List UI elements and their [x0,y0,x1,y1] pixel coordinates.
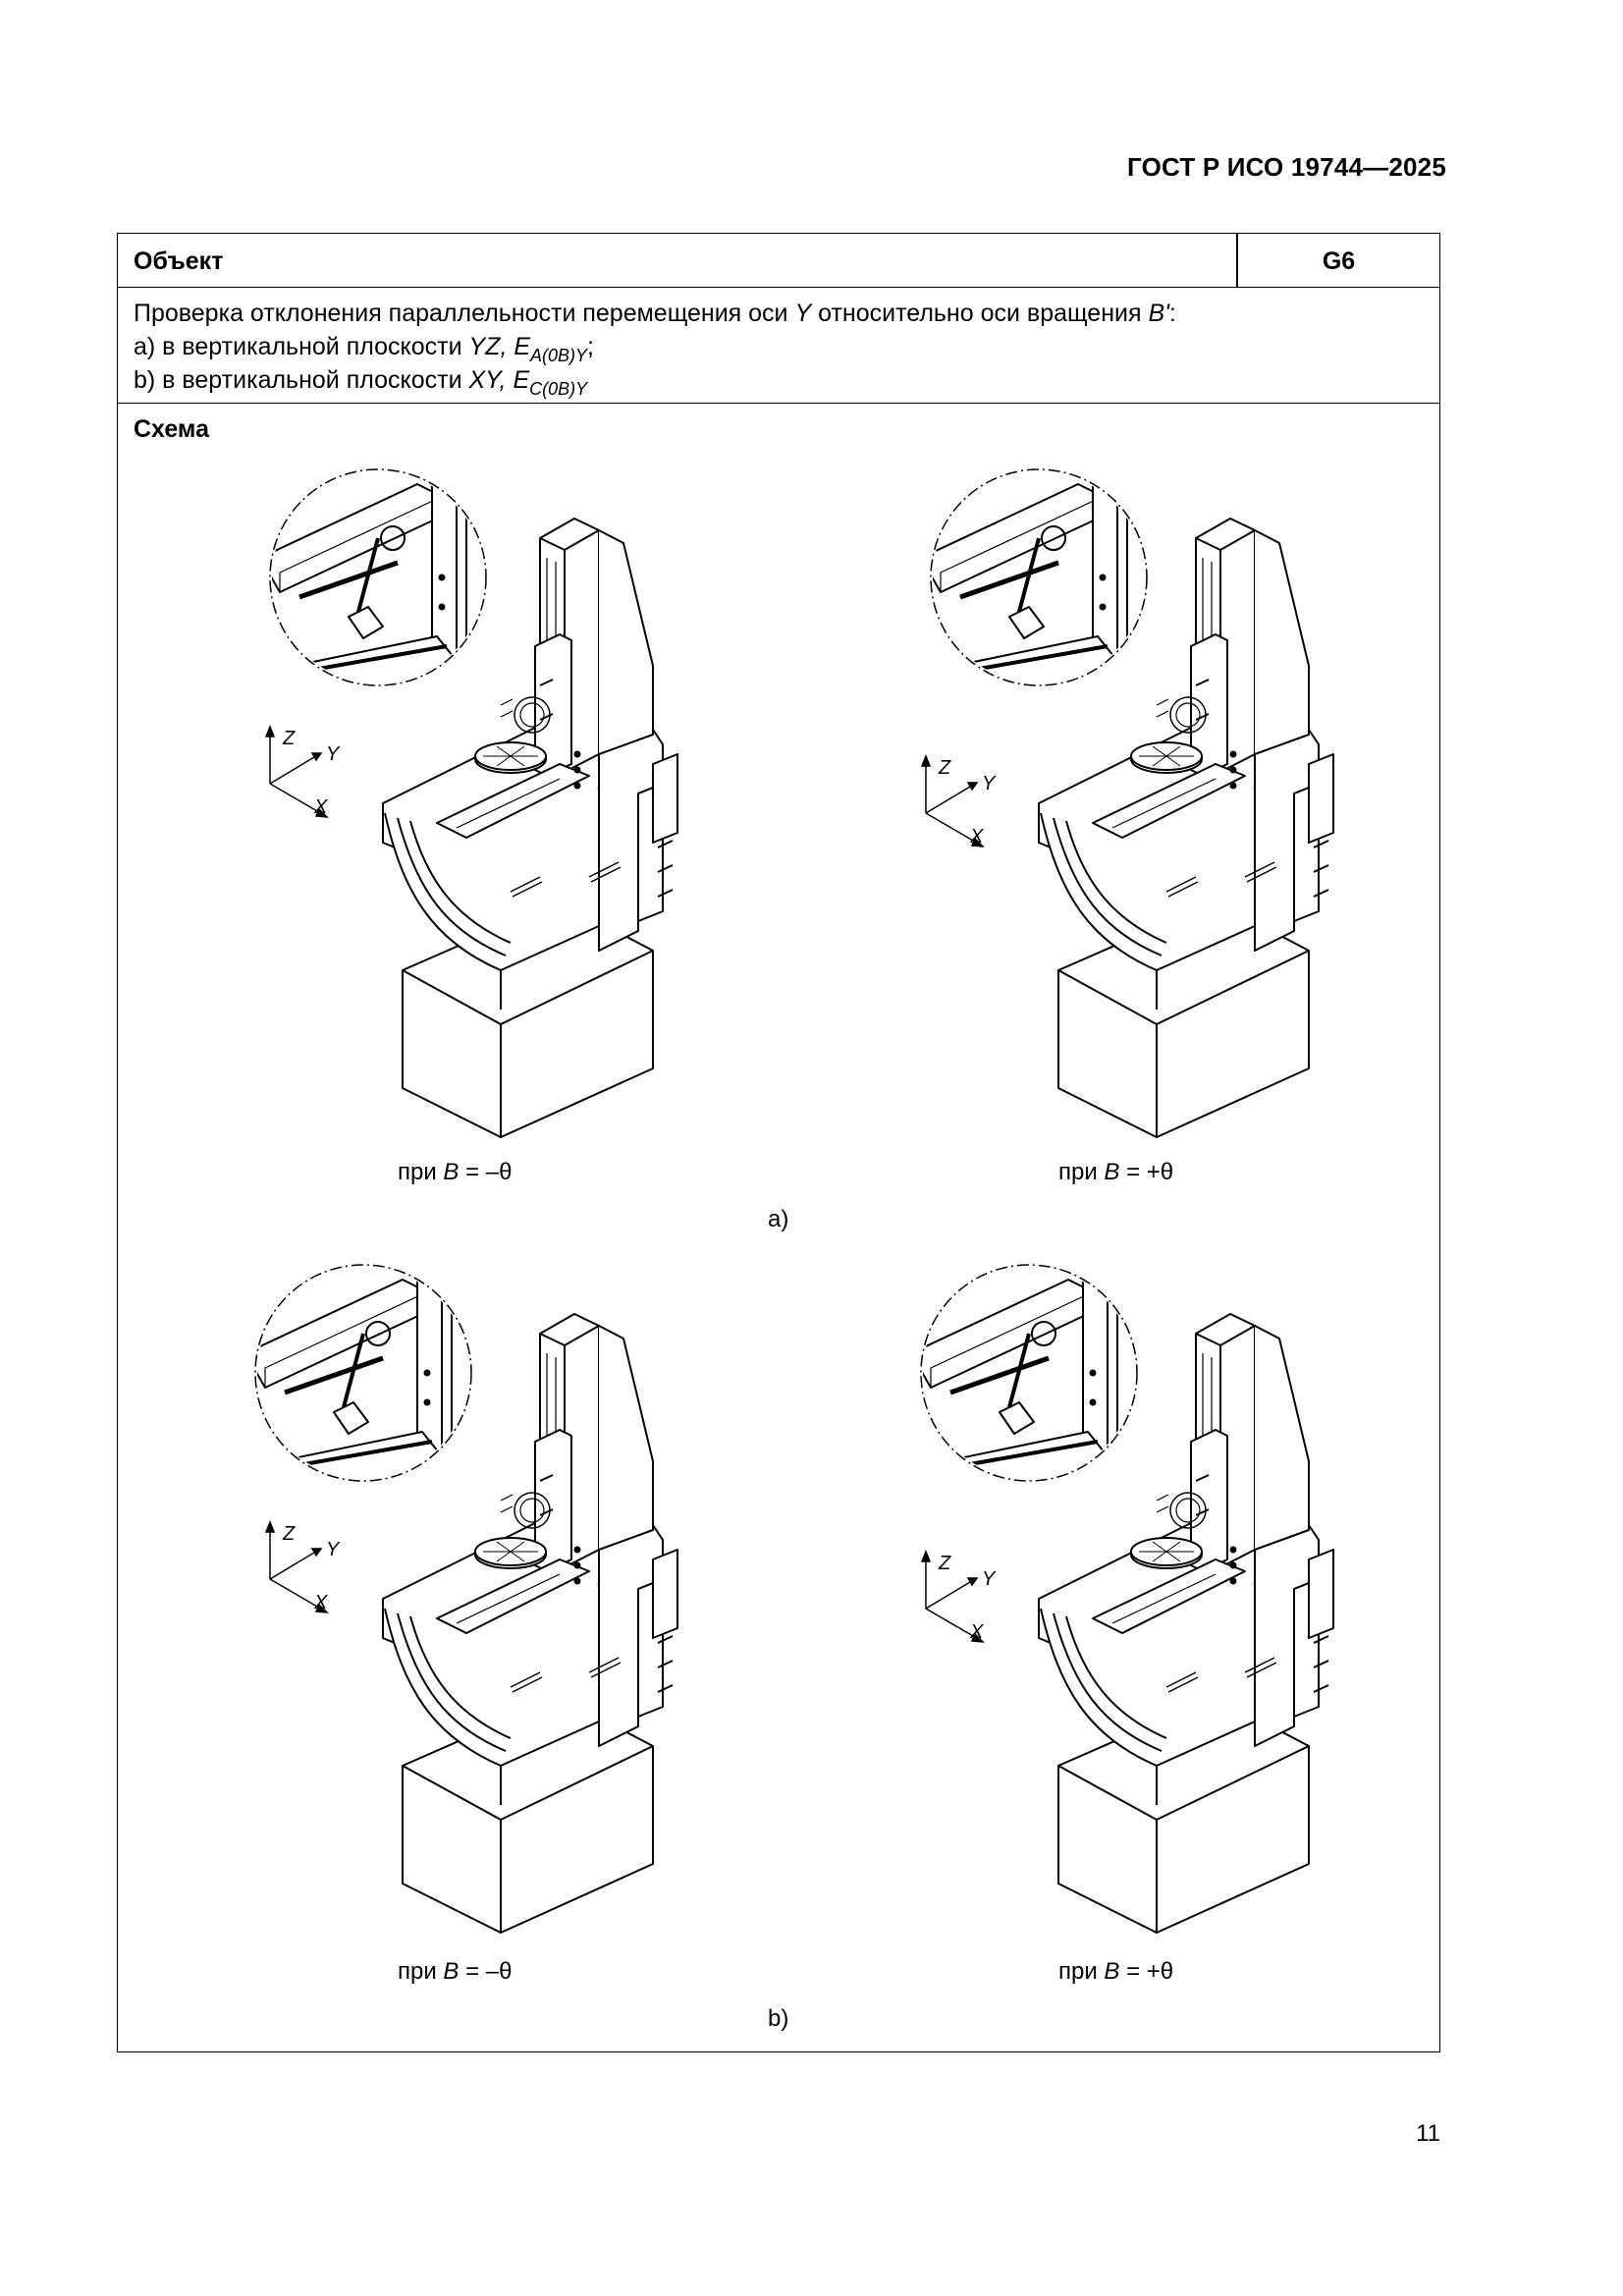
axis-y-label: Y [326,1539,341,1560]
figure-b-minus: Z Y X [226,1255,736,1972]
caption-b-minus: при B = –θ [398,1958,513,1985]
description-intro: Проверка отклонения параллельности перем… [134,300,1176,327]
caption-b-plus: при B = +θ [1058,1958,1174,1985]
axis-y-label: Y [982,1568,997,1590]
figure-b-plus: Z Y X [882,1255,1392,1972]
axis-z-label: Z [282,728,296,749]
page-number: 11 [1416,2120,1440,2147]
standard-code: ГОСТ Р ИСО 19744—2025 [1126,152,1446,182]
object-code: G6 [1322,247,1356,275]
axis-x-label: X [313,1592,328,1613]
axis-z-label: Z [282,1523,296,1545]
axis-y-label: Y [982,773,997,794]
axis-x-label: X [313,796,328,818]
figure-a-plus: Z Y X [882,460,1392,1176]
axis-y-label: Y [326,743,341,765]
axis-x-label: X [969,826,984,847]
axis-x-label: X [969,1621,984,1643]
axis-z-label: Z [938,757,951,779]
caption-a-minus: при B = –θ [398,1159,513,1185]
axis-z-label: Z [938,1553,951,1574]
object-label: Объект [134,247,224,275]
test-object-table: Объект G6 Проверка отклонения параллельн… [117,233,1440,2052]
part-a-label: a) [768,1206,789,1232]
description-item-b: b) в вертикальной плоскости XY, EC(0B)Y [134,366,588,399]
description-item-a: a) в вертикальной плоскости YZ, EA(0B)Y; [134,333,594,365]
description-row: Проверка отклонения параллельности перем… [118,287,1439,404]
figure-a-minus: Z Y X [226,460,736,1176]
table-header-row: Объект G6 [118,234,1439,288]
caption-a-plus: при B = +θ [1058,1159,1174,1185]
header-divider [1236,234,1238,287]
scheme-label: Схема [134,415,209,443]
part-b-label: b) [768,2005,789,2032]
